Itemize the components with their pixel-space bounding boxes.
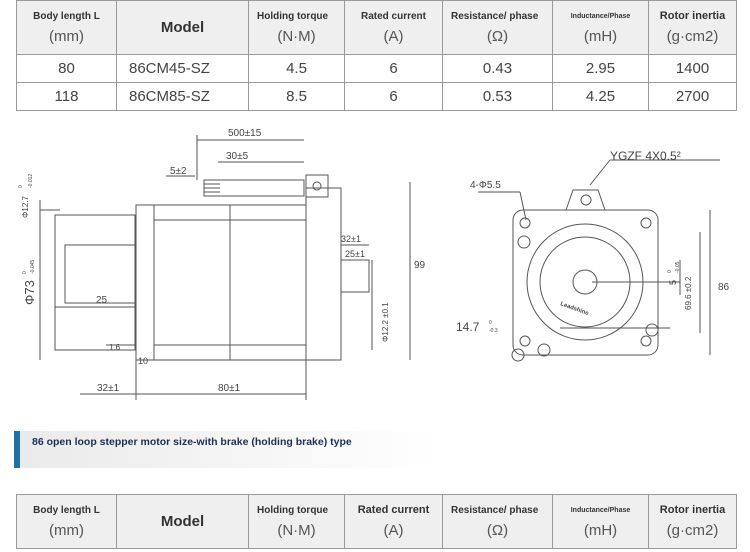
dim-shaft-length: 32±1 [97,383,120,394]
cell-body-length: 80 [16,54,117,83]
label-connector: YGZF 4X0.5² [610,149,681,163]
dim-shaft-tol-top: 0 [18,185,24,188]
dim-rear-key-length: 25±1 [345,249,365,259]
dim-key-length: 25 [96,295,108,306]
dim-shaft-tol-bottom: -0.012 [28,174,34,188]
dim-key-tol-bottom: -0.05 [675,261,681,273]
cell-rated-current: 6 [344,54,443,83]
mount-hole [640,217,652,229]
header-body-length: Body length L (mm) [16,494,117,549]
cell-rotor-inertia: 2700 [648,82,737,111]
connector-outline [565,189,606,211]
table-row: 80 86CM45-SZ 4.5 6 0.43 2.95 1400 [16,54,737,83]
header-inductance: Inductance/Phase (mH) [552,0,649,55]
dim-flat-tol-bottom: -0.3 [489,328,498,334]
dim-terminal: 5±2 [170,166,187,177]
section-background [20,431,440,468]
cell-model: 86CM85-SZ [116,82,249,111]
cell-inductance: 4.25 [552,82,649,111]
cell-inductance: 2.95 [552,54,649,83]
header-resistance: Resistance/ phase (Ω) [442,494,553,549]
spec-table-header: Body length L (mm) Model Holding torque … [16,494,737,549]
leader-line [519,191,527,221]
dim-key-tol-top: 0 [667,270,673,273]
front-view [478,159,720,362]
dim-bolt-circle: 69.6 ±0.2 [684,276,693,310]
dim-square: 86 [718,282,730,293]
cell-rotor-inertia: 1400 [648,54,737,83]
header-rated-current: Rated current (A) [344,494,443,549]
side-view [39,135,411,400]
cell-holding-torque: 8.5 [248,82,345,111]
label-holes: 4-Φ5.5 [470,180,501,191]
cell-model: 86CM45-SZ [116,54,249,83]
table-row: 118 86CM85-SZ 8.5 6 0.53 4.25 2700 [16,82,737,111]
mount-hole [519,335,531,347]
header-rotor-inertia: Rotor inertia (g·cm2) [648,494,737,549]
dim-boss-tol-top: 0 [22,271,28,274]
mount-hole [537,343,551,357]
connector-outline [305,174,329,198]
dim-cable-length: 500±15 [228,128,262,139]
header-resistance: Resistance/ phase (Ω) [442,0,553,55]
flange-outline [135,204,155,361]
dim-height: 99 [414,260,426,271]
dim-flat: 14.7 [456,320,480,334]
dim-flange-small: 1.6 [109,343,121,352]
spec-table-header: Body length L (mm) Model Holding torque … [16,0,737,55]
header-model: Model [116,0,249,55]
section-heading: 86 open loop stepper motor size-with bra… [14,431,750,468]
dim-flange-thickness: 10 [138,356,148,366]
dim-boss-dia: Φ73 [22,280,37,305]
header-rated-current: Rated current (A) [344,0,443,55]
front-view-labels: YGZF 4X0.5² 4-Φ5.5 14.7 0 -0.3 86 69.6 ±… [456,149,730,334]
side-view-labels: 500±15 30±5 5±2 25 1.6 10 32±1 80±1 32±1… [18,128,426,394]
cell-body-length: 118 [16,82,117,111]
mount-hole [511,348,525,362]
shaft-outline [64,244,136,304]
spec-table-brake: Body length L (mm) Model Holding torque … [16,494,737,549]
cell-rated-current: 6 [344,82,443,111]
header-inductance: Inductance/Phase (mH) [552,494,649,549]
dim-rear-shaft-length: 32±1 [341,234,361,244]
header-holding-torque: Holding torque (N·M) [248,0,345,55]
brake-outline [305,187,342,361]
cell-resistance: 0.43 [442,54,553,83]
dim-flat-tol-top: 0 [489,320,492,326]
section-accent-bar [14,431,20,468]
rear-shaft-outline [340,259,370,293]
cell-resistance: 0.53 [442,82,553,111]
leader-line [589,159,611,186]
dim-body-length: 80±1 [218,383,241,394]
dim-shaft-dia: Φ12.7 [21,195,30,218]
front-boss-outline [54,214,136,351]
spec-table: Body length L (mm) Model Holding torque … [16,0,737,111]
mount-hole [645,323,659,337]
header-body-length: Body length L (mm) [16,0,117,55]
mount-hole [640,335,652,347]
header-model: Model [116,494,249,549]
mount-hole [517,235,531,249]
section-title: 86 open loop stepper motor size-with bra… [32,436,352,448]
dim-rear-shaft-dia: Φ12.2 ±0.1 [381,302,390,342]
motor-dimension-drawing: 500±15 30±5 5±2 25 1.6 10 32±1 80±1 32±1… [18,128,730,400]
connector-hole [312,181,322,191]
mount-hole [519,217,531,229]
dim-key: 5 [668,280,678,285]
connector-hole [580,194,592,206]
header-rotor-inertia: Rotor inertia (g·cm2) [648,0,737,55]
dim-strip-length: 30±5 [226,151,249,162]
header-holding-torque: Holding torque (N·M) [248,494,345,549]
brand-logo: Leadshine [559,301,590,317]
cell-holding-torque: 4.5 [248,54,345,83]
dim-boss-tol-bottom: -0.045 [30,260,36,274]
